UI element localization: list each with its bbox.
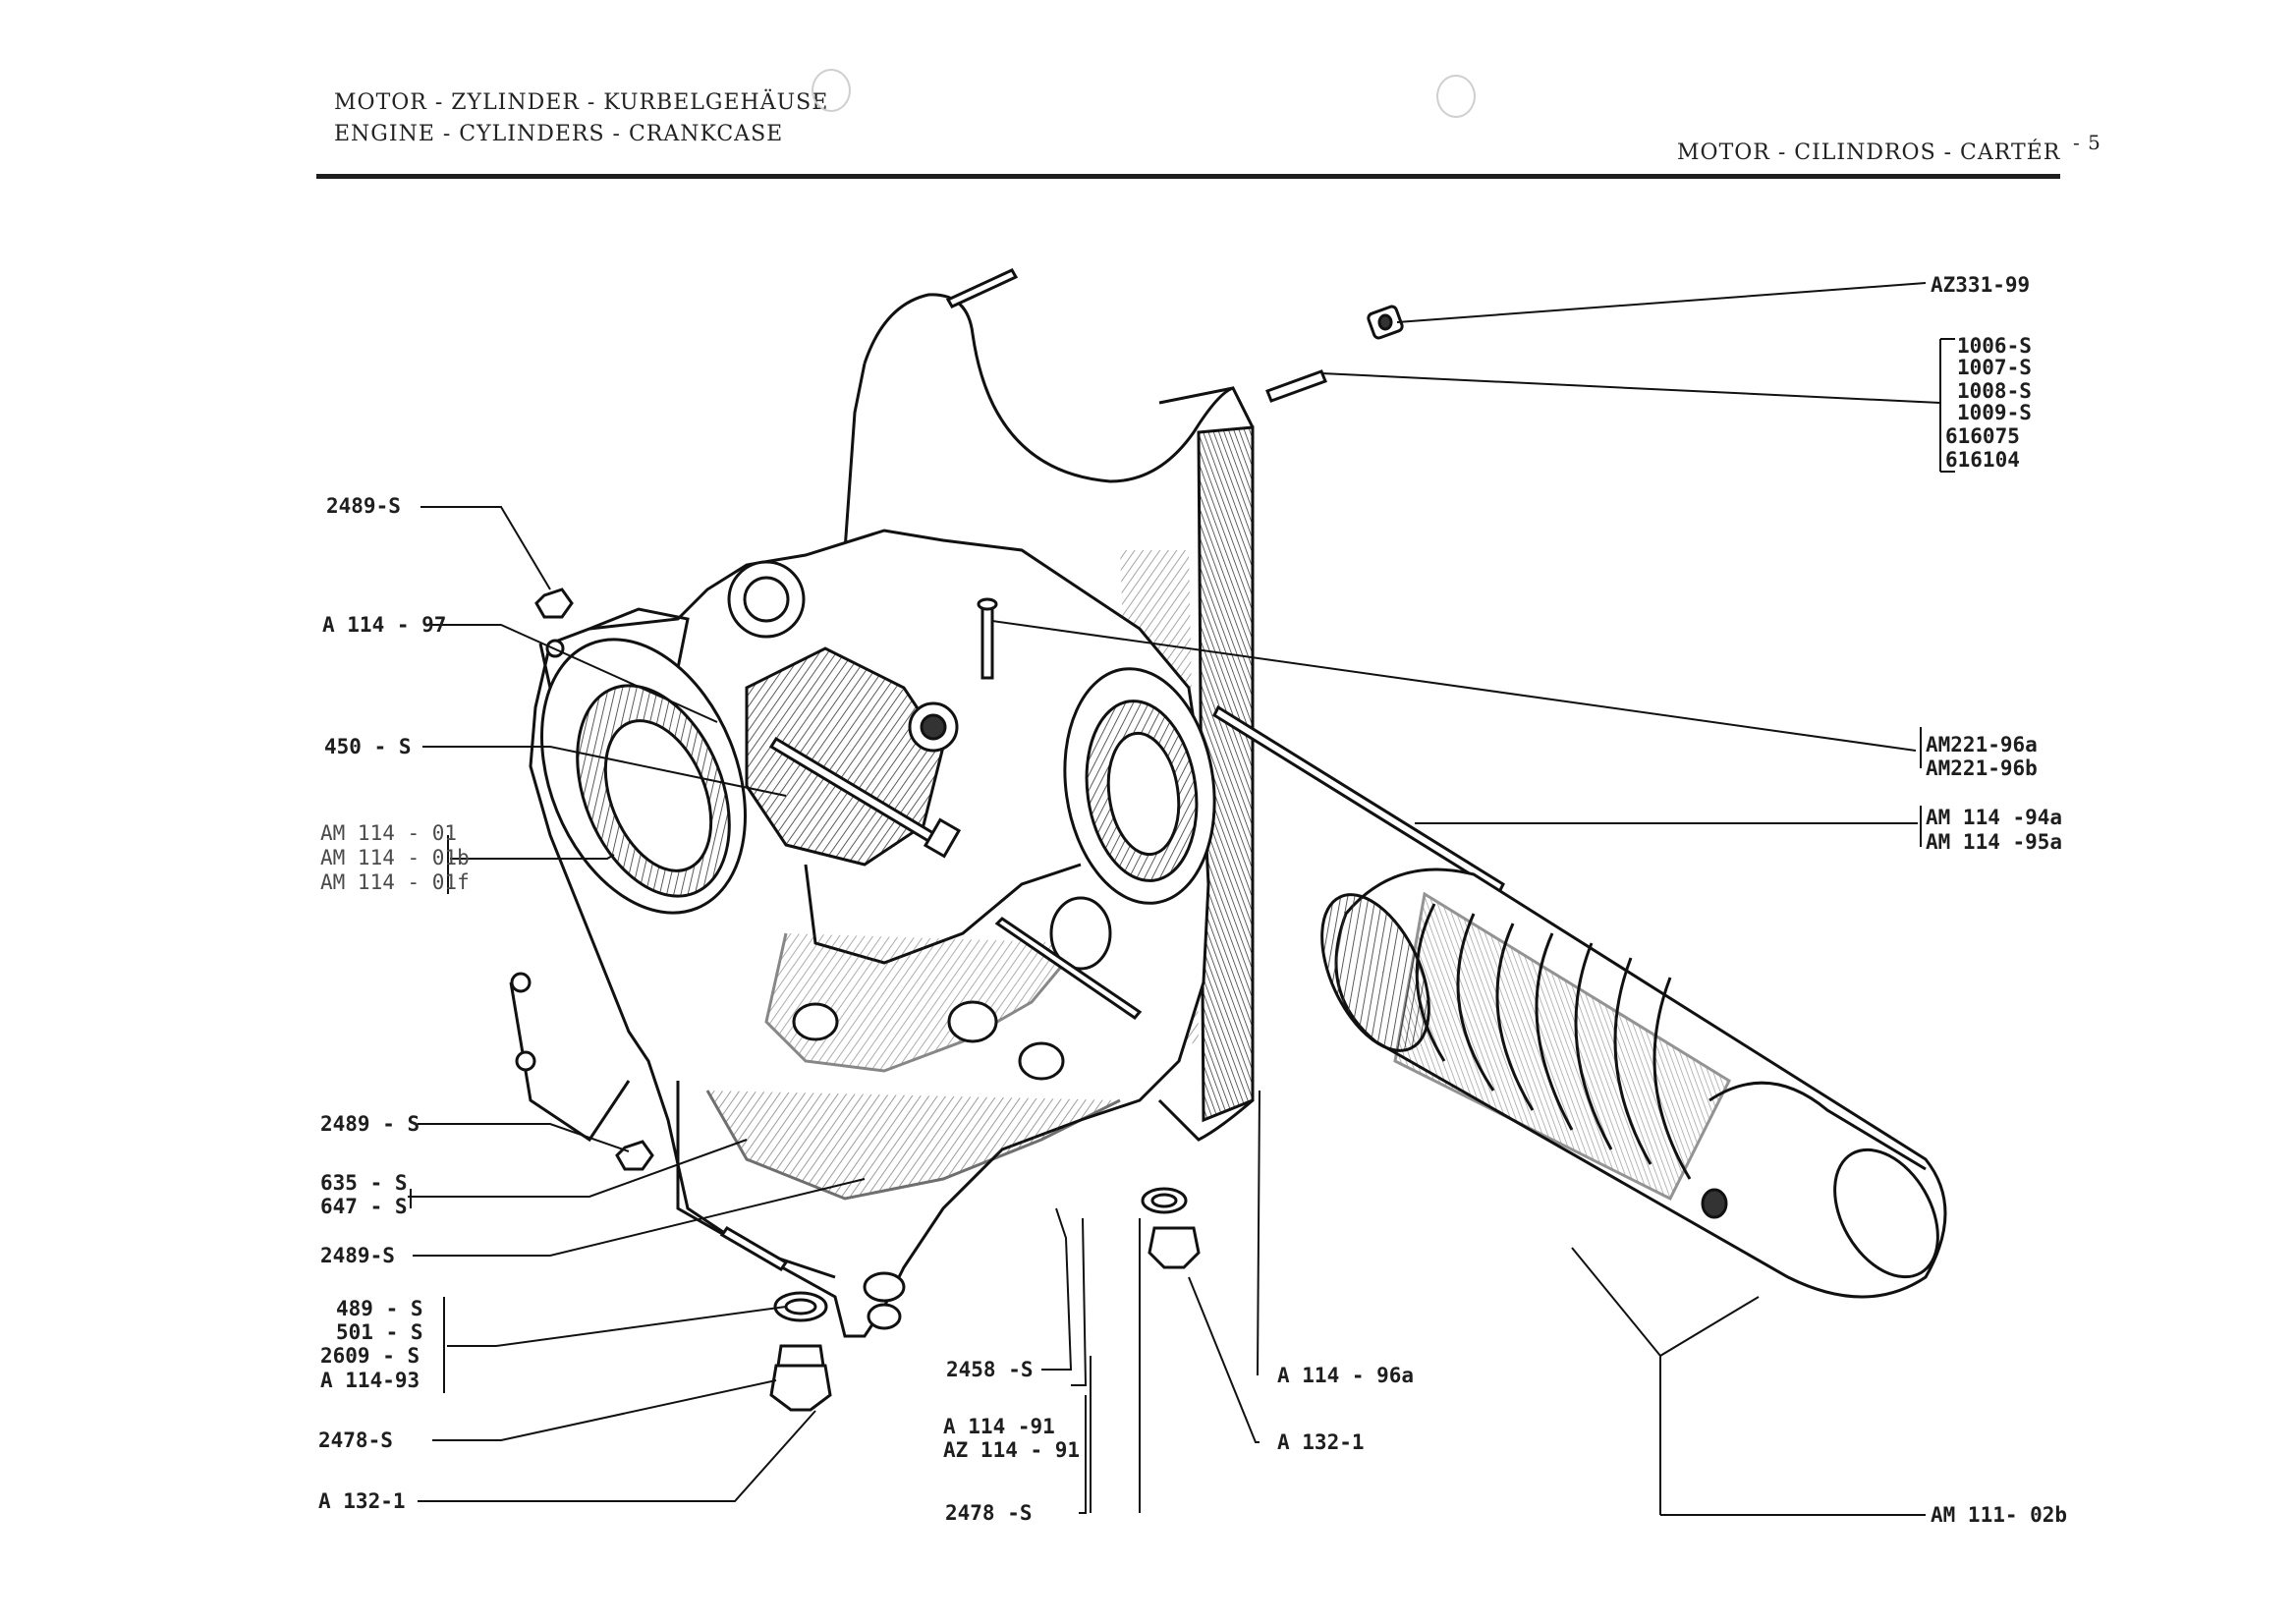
callout-489-s: 489 - S — [336, 1297, 423, 1320]
callout-2489-s-low: 2489-S — [320, 1244, 395, 1267]
leader-lines — [408, 282, 1955, 1516]
callout-2489-s-top: 2489-S — [326, 494, 401, 518]
callout-am114-94a: AM 114 -94a — [1926, 806, 2063, 829]
header-rule — [316, 174, 2060, 179]
callout-a132-1-right: A 132-1 — [1277, 1430, 1365, 1454]
callout-450-s: 450 - S — [324, 735, 412, 758]
loose-parts — [534, 305, 1404, 1412]
callout-1007-s: 1007-S — [1957, 356, 2032, 379]
callout-am114-01b: AM 114 - 01b — [320, 846, 470, 869]
page-number: - 5 — [2073, 131, 2101, 154]
callout-a132-1-left: A 132-1 — [318, 1489, 406, 1513]
callout-az331-99: AZ331-99 — [1931, 273, 2031, 297]
callout-am114-01f: AM 114 - 01f — [320, 870, 470, 894]
callout-2478-s-left: 2478-S — [318, 1428, 393, 1452]
callout-2609-s: 2609 - S — [320, 1344, 420, 1368]
header-title-english: ENGINE - CYLINDERS - CRANKCASE — [334, 122, 784, 146]
callout-1006-s: 1006-S — [1957, 334, 2032, 358]
callout-616075: 616075 — [1945, 424, 2020, 448]
callout-1008-s: 1008-S — [1957, 379, 2032, 403]
callout-635-s: 635 - S — [320, 1171, 408, 1195]
binder-hole-right — [1436, 75, 1476, 118]
binder-hole-left — [812, 69, 851, 112]
callout-2478-s-bottom: 2478 -S — [945, 1501, 1033, 1525]
callout-a114-91: A 114 -91 — [943, 1415, 1055, 1438]
callout-647-s: 647 - S — [320, 1195, 408, 1218]
callout-a114-93: A 114-93 — [320, 1369, 420, 1392]
header-title-german: MOTOR - ZYLINDER - KURBELGEHÄUSE — [334, 90, 829, 115]
studs — [719, 268, 1505, 1271]
cylinder-barrel — [1320, 868, 1947, 1299]
callout-az114-91: AZ 114 - 91 — [943, 1438, 1081, 1462]
callout-a114-96a: A 114 - 96a — [1277, 1364, 1415, 1387]
callout-1009-s: 1009-S — [1957, 401, 2032, 424]
callout-501-s: 501 - S — [336, 1320, 423, 1344]
header-title-spanish: MOTOR - CILINDROS - CARTÉR — [1677, 140, 2061, 165]
callout-am111-02b: AM 111- 02b — [1931, 1503, 2068, 1527]
callout-a114-97: A 114 - 97 — [322, 613, 447, 637]
callout-am221-96b: AM221-96b — [1926, 756, 2038, 780]
callout-2458-s: 2458 -S — [946, 1358, 1034, 1381]
callout-am114-01: AM 114 - 01 — [320, 821, 458, 845]
callout-2489-s-mid: 2489 - S — [320, 1112, 420, 1136]
callout-616104: 616104 — [1945, 448, 2020, 472]
crankcase — [509, 293, 1255, 1338]
callout-am221-96a: AM221-96a — [1926, 733, 2038, 756]
callout-am114-95a: AM 114 -95a — [1926, 830, 2063, 854]
